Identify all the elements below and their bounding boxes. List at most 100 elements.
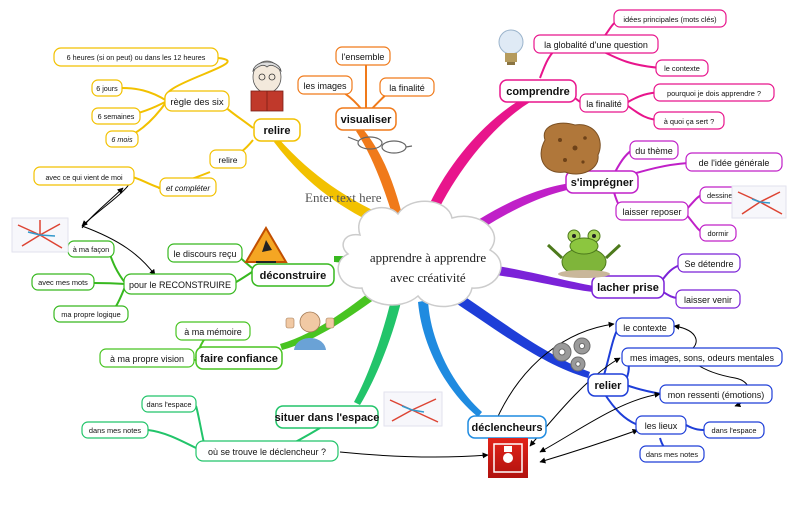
node-s-impregner[interactable]: s'imprégner [565,170,639,194]
node-se-detendre[interactable]: Se détendre [677,253,741,273]
sponge-icon [540,122,601,175]
node-six-mois[interactable]: 6 mois [105,130,139,148]
svg-text:dans mes notes: dans mes notes [646,450,698,459]
svg-text:6 jours: 6 jours [96,84,118,93]
node-l-ensemble[interactable]: l'ensemble [335,46,391,66]
node-relire-2[interactable]: relire [209,149,247,169]
construction-sign-icon [244,226,288,263]
node-six-jours[interactable]: 6 jours [91,79,123,97]
node-a-ma-facon[interactable]: à ma façon [67,240,115,258]
svg-text:dans l'espace: dans l'espace [712,426,757,435]
node-a-ma-memoire[interactable]: à ma mémoire [175,321,251,341]
node-dans-mes-notes-sit[interactable]: dans mes notes [81,421,149,439]
node-mon-ressenti[interactable]: mon ressenti (émotions) [659,384,773,404]
node-dans-l-espace-rel[interactable]: dans l'espace [703,421,765,439]
node-la-finalite-comp[interactable]: la finalité [579,93,629,113]
arrow-declencheur-contexte [491,321,615,431]
svg-text:relire: relire [219,155,238,165]
node-situer[interactable]: situer dans l'espace [275,405,380,429]
svg-text:laisser reposer: laisser reposer [622,207,681,217]
svg-text:laisser venir: laisser venir [684,295,732,305]
node-faire-confiance[interactable]: faire confiance [195,346,283,370]
node-mes-images[interactable]: mes images, sons, odeurs mentales [621,347,783,367]
node-relire[interactable]: relire [253,118,301,142]
svg-text:dormir: dormir [708,229,729,238]
svg-text:pour le RECONSTRUIRE: pour le RECONSTRUIRE [129,280,231,290]
svg-text:la finalité: la finalité [586,99,622,109]
svg-text:lacher prise: lacher prise [597,282,659,294]
node-deconstruire[interactable]: déconstruire [251,263,335,287]
node-comprendre[interactable]: comprendre [499,79,577,103]
node-les-lieux[interactable]: les lieux [635,415,687,435]
node-contexte-comp[interactable]: le contexte [655,59,709,77]
node-pourquoi[interactable]: pourquoi je dois apprendre ? [653,83,775,102]
node-six-heures[interactable]: 6 heures (si on peut) ou dans les 12 heu… [53,47,219,67]
node-ce-qui-vient-de-moi[interactable]: avec ce qui vient de moi [33,166,135,186]
node-avec-mes-mots[interactable]: avec mes mots [31,273,95,291]
node-le-contexte-rel[interactable]: le contexte [615,317,675,337]
central-title-line2: avec créativité [390,270,466,285]
mindmap-thumbnail-icon [731,185,787,219]
node-lacher-prise[interactable]: lacher prise [591,275,665,299]
svg-text:à quoi ça sert ?: à quoi ça sert ? [664,117,715,126]
placeholder-text[interactable]: Enter text here [305,190,382,205]
svg-text:le contexte: le contexte [664,64,700,73]
node-idees-principales[interactable]: idées principales (mots clés) [613,9,727,28]
svg-text:Se détendre: Se détendre [684,259,733,269]
central-title-line1: apprendre à apprendre [370,250,486,265]
branch-visualiser [356,128,404,226]
svg-text:les images: les images [303,81,347,91]
gears-icon [552,337,591,372]
central-topic[interactable]: apprendre à apprendre avec créativité [337,200,502,308]
node-du-theme[interactable]: du thème [629,140,679,160]
svg-text:à ma propre vision: à ma propre vision [110,354,184,364]
node-ma-propre-logique[interactable]: ma propre logique [53,305,129,323]
svg-text:dans l'espace: dans l'espace [147,400,192,409]
svg-text:la finalité: la finalité [389,83,425,93]
node-six-semaines[interactable]: 6 semaines [91,107,141,125]
node-dormir[interactable]: dormir [699,224,737,242]
svg-text:6 heures (si on peut) ou dans: 6 heures (si on peut) ou dans les 12 heu… [67,53,206,62]
node-a-quoi-ca-sert[interactable]: à quoi ça sert ? [653,111,725,130]
branch-relire [274,138,398,232]
svg-text:l'ensemble: l'ensemble [342,52,385,62]
node-relier[interactable]: relier [587,373,629,397]
node-dans-mes-notes-rel[interactable]: dans mes notes [639,445,705,463]
branch-relier [448,290,590,378]
node-dans-l-espace-sit[interactable]: dans l'espace [141,395,197,413]
svg-text:6 semaines: 6 semaines [98,112,135,121]
node-et-completer[interactable]: et compléter [159,177,217,197]
arrow-vient-reconstruire [82,169,155,275]
svg-text:la globalité d'une question: la globalité d'une question [544,40,648,50]
node-declencheurs[interactable]: déclencheurs [467,415,547,439]
node-regle-des-six[interactable]: règle des six [164,90,230,112]
node-idee-generale[interactable]: de l'idée générale [685,152,783,172]
svg-text:s'imprégner: s'imprégner [571,177,634,189]
arrow-situer-declencheur [339,451,489,459]
svg-text:mes images, sons, odeurs menta: mes images, sons, odeurs mentales [630,353,775,363]
svg-text:avec mes mots: avec mes mots [38,278,88,287]
svg-text:et compléter: et compléter [166,184,210,193]
node-laisser-reposer[interactable]: laisser reposer [615,201,689,221]
node-la-finalite-vis[interactable]: la finalité [379,77,435,97]
frog-icon [546,229,622,278]
svg-text:idées principales (mots clés): idées principales (mots clés) [623,15,716,24]
node-ou-se-trouve[interactable]: où se trouve le déclencheur ? [195,440,339,462]
svg-text:relier: relier [595,380,623,392]
node-globalite[interactable]: la globalité d'une question [533,34,659,54]
glasses-icon [347,136,413,154]
node-visualiser[interactable]: visualiser [335,107,397,131]
svg-text:pourquoi je dois apprendre ?: pourquoi je dois apprendre ? [667,89,761,98]
node-les-images[interactable]: les images [297,75,353,95]
arrow-declencheur-lieux [539,428,639,464]
svg-text:relire: relire [264,125,291,137]
reading-person-icon [250,60,284,112]
node-ma-propre-vision[interactable]: à ma propre vision [99,348,195,368]
svg-text:déclencheurs: déclencheurs [472,422,543,434]
svg-text:mon ressenti (émotions): mon ressenti (émotions) [668,390,765,400]
node-discours-recu[interactable]: le discours reçu [167,243,243,263]
svg-text:règle des six: règle des six [170,97,224,108]
node-laisser-venir[interactable]: laisser venir [675,289,741,309]
node-reconstruire[interactable]: pour le RECONSTRUIRE [123,273,237,295]
